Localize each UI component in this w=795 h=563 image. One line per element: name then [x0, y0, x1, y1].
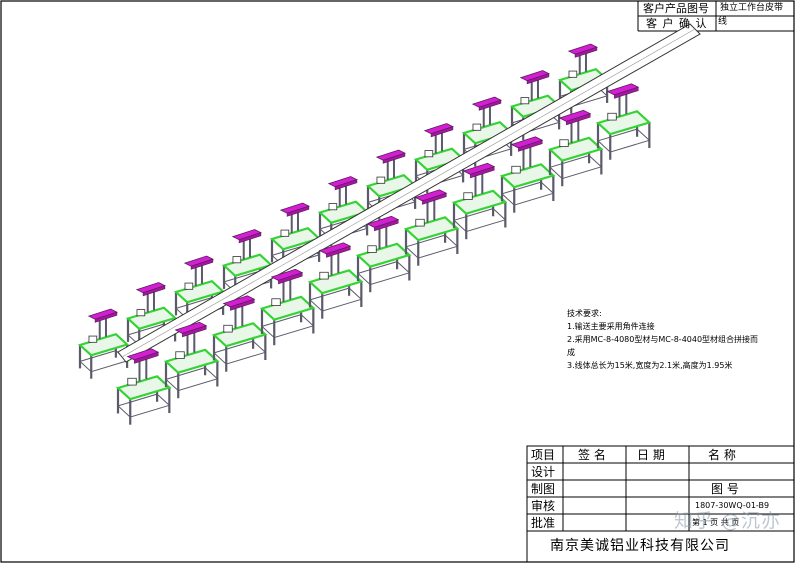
station-table-top [403, 216, 460, 242]
station-shelf [261, 314, 315, 339]
drawing-number: 1807-30WQ-01-B9 [695, 501, 770, 510]
station-device [136, 309, 146, 317]
station-device [184, 282, 194, 290]
station-fixture-side [238, 232, 262, 244]
station-device [271, 298, 281, 306]
station-table-top [547, 136, 604, 162]
note-item: 1.输送主要采用角件连接 [567, 322, 655, 331]
station-device [607, 112, 617, 121]
station-table-top [125, 306, 178, 331]
station-fixture-side [566, 113, 591, 126]
station-table-top [115, 375, 172, 401]
station-device [568, 70, 578, 78]
station-device [328, 203, 338, 211]
customer-drawing-label: 客户产品图号 [643, 2, 709, 15]
station-table-top [499, 163, 556, 189]
station-fixture-side [286, 205, 310, 217]
station-device [280, 229, 290, 237]
col-name-label: 名 称 [708, 448, 736, 462]
station-shelf [213, 340, 267, 365]
station-fixture-side [374, 219, 399, 232]
station-table-top [595, 110, 652, 136]
station-shelf [549, 155, 603, 180]
station-table-top [211, 322, 268, 348]
station-device [520, 97, 530, 105]
note-item: 2.采用MC-8-4080型材与MC-8-4040型材组合拼接而 [567, 335, 759, 344]
station-device [127, 377, 137, 386]
station-shelf [405, 234, 459, 259]
station-shelf [501, 181, 555, 206]
sheet-number: 第 1 页 共 页 [692, 518, 740, 527]
station-shelf [165, 367, 219, 392]
drawing-no-label: 图 号 [711, 482, 739, 496]
station-device [175, 351, 185, 359]
technical-requirements: 技术要求: 1.输送主要采用角件连接 2.采用MC-8-4080型材与MC-8-… [567, 307, 758, 372]
station-shelf [357, 261, 411, 286]
station-fixture-side [182, 325, 207, 338]
station-fixture-side [478, 99, 502, 111]
station-shelf [597, 128, 651, 153]
row-check-label: 审核 [531, 499, 556, 513]
station-device [88, 335, 98, 343]
station-device [232, 256, 242, 264]
top-table-grid [637, 1, 794, 32]
row-draw-label: 制图 [531, 482, 556, 496]
station-device [223, 324, 233, 333]
station-fixture-side [230, 298, 255, 311]
station-table-top [77, 332, 130, 357]
row-approve-label: 批准 [531, 516, 556, 530]
col-date-label: 日 期 [637, 448, 665, 462]
station-fixture-side [190, 258, 214, 270]
station-fixture-side [134, 351, 159, 364]
station-shelf [453, 208, 507, 233]
station-fixture-side [526, 73, 550, 85]
station-fixture-side [614, 86, 639, 99]
conveyor-centerline [121, 28, 696, 358]
station-device [511, 165, 521, 174]
station-fixture-side [334, 179, 358, 191]
station-fixture-side [470, 166, 495, 179]
station-table-top [259, 295, 316, 321]
station-device [463, 192, 473, 200]
station-table-top [163, 348, 220, 374]
customer-confirm-label: 客 户 确 认 [646, 17, 708, 30]
station-table-top [451, 189, 508, 215]
note-item: 3.线体总长为15米,宽度为2.1米,高度为1.95米 [567, 361, 733, 370]
station-shelf [117, 393, 171, 418]
station-fixture-side [326, 245, 351, 258]
station-device [559, 139, 569, 147]
station-device [472, 123, 482, 131]
station-device [424, 150, 434, 158]
col-sign-label: 签 名 [578, 448, 606, 462]
workstation-line-illustration [77, 23, 701, 425]
title-block-grid [526, 445, 795, 563]
station-device [415, 218, 425, 227]
station-table-top [307, 269, 364, 295]
row-design-label: 设计 [531, 465, 556, 479]
station-shelf [309, 287, 363, 312]
station-fixture-side [382, 152, 406, 164]
station-fixture-side [94, 311, 118, 323]
station-device [367, 245, 377, 253]
product-name-continued: 线 [718, 17, 728, 27]
station-fixture-side [518, 139, 543, 152]
station-fixture-side [430, 126, 454, 138]
company-name: 南京美诚铝业科技有限公司 [550, 538, 730, 554]
station-fixture-side [142, 285, 166, 297]
watermark: 知乎 @沉亦 [674, 510, 782, 532]
product-name: 独立工作台皮带 [720, 3, 784, 13]
station-fixture-side [422, 192, 447, 205]
notes-title: 技术要求: [567, 309, 602, 318]
station-fixture-side [574, 46, 598, 58]
station-device [376, 176, 386, 184]
station-table-top [355, 242, 412, 268]
col-item-label: 项目 [531, 448, 556, 462]
station-fixture-side [278, 272, 303, 285]
station-device [319, 271, 329, 280]
note-item: 成 [567, 348, 575, 357]
